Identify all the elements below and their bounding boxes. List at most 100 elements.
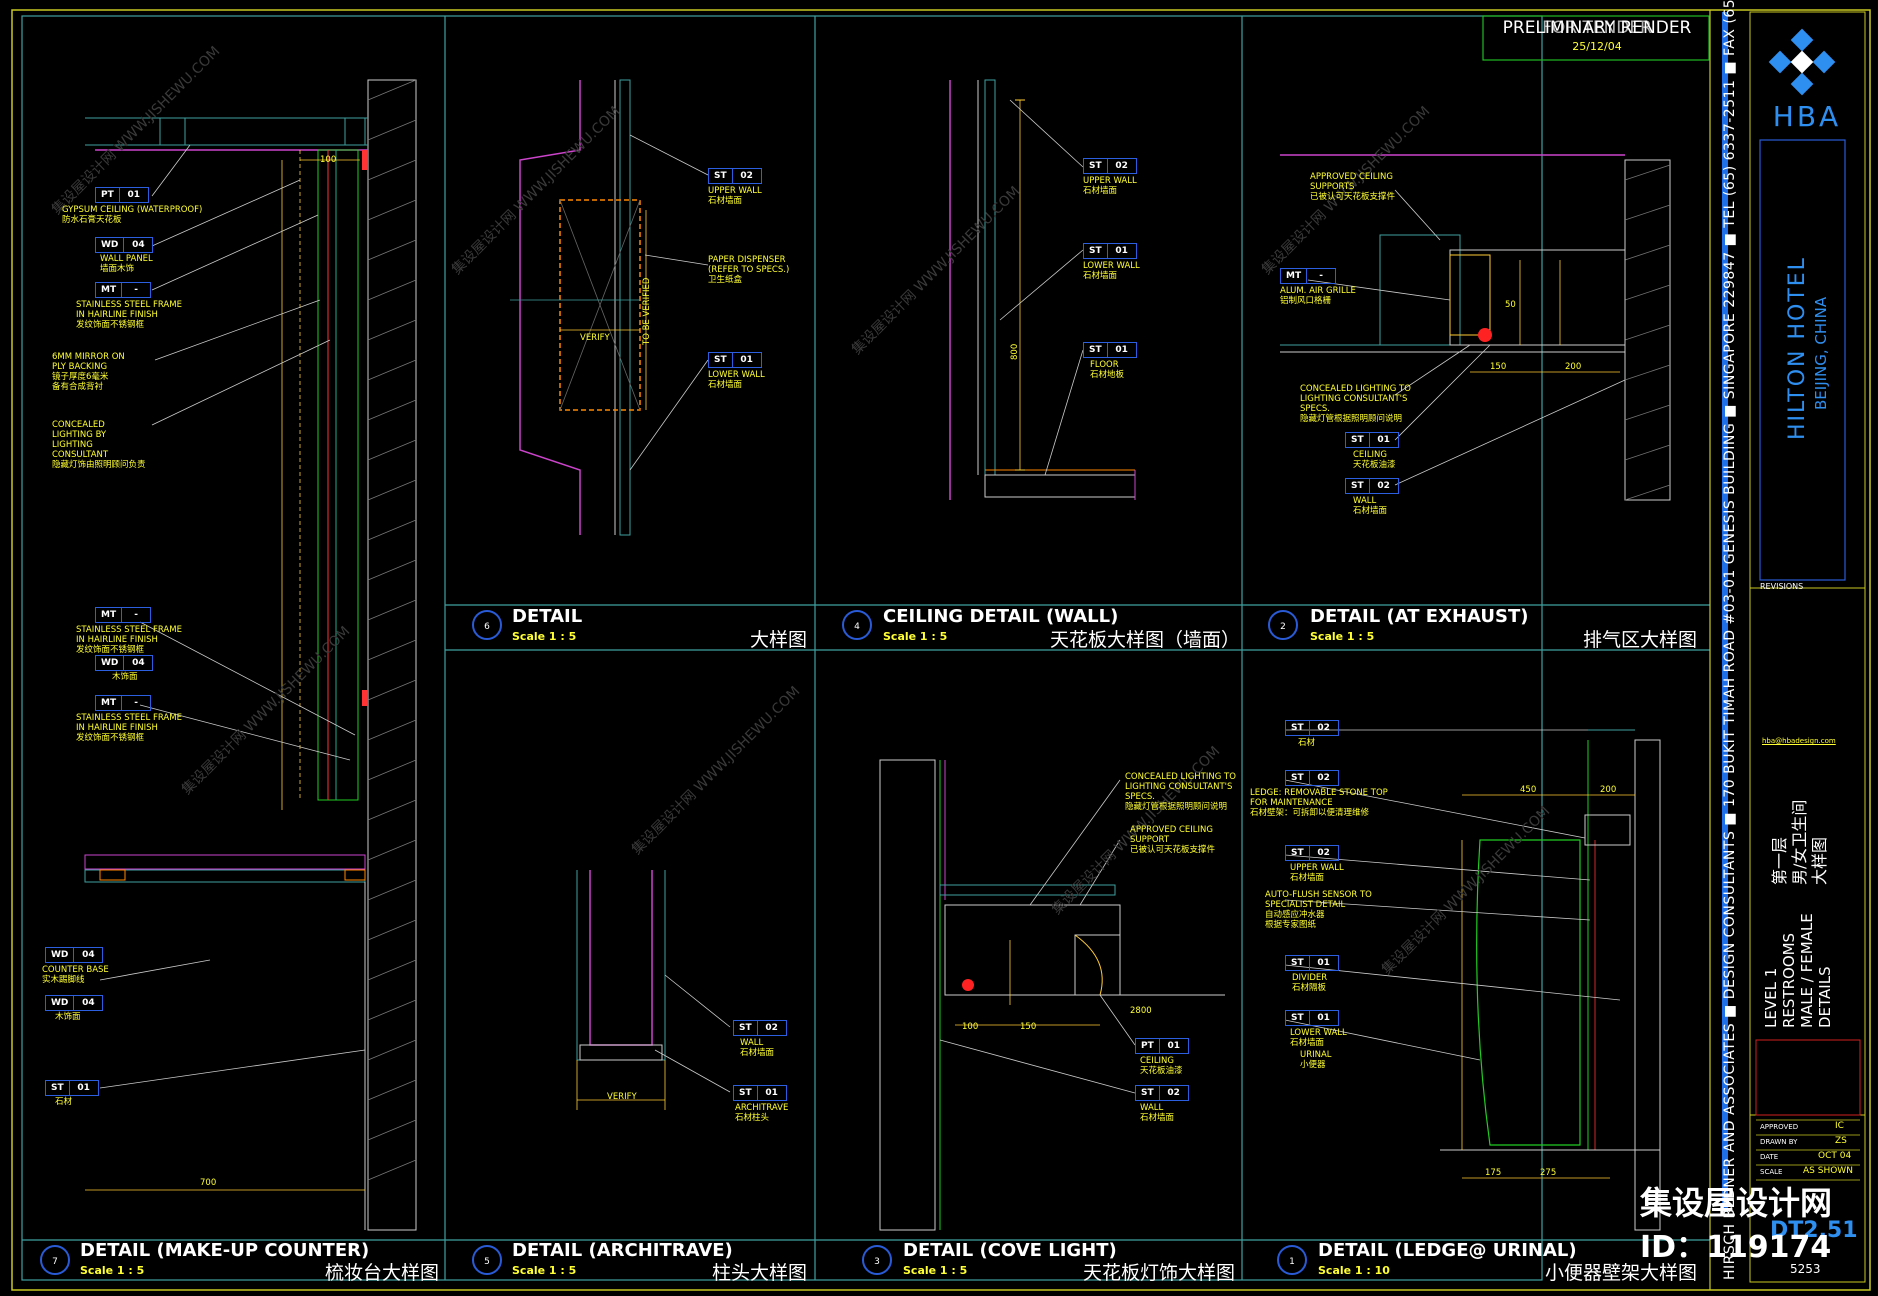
note-stone: 石材 [55, 1097, 73, 1107]
detail-title-cn: 柱头大样图 [712, 1262, 808, 1284]
note-lower-wall: LOWER WALL 石材墙面 [1083, 261, 1140, 281]
dimension-label: 200 [1565, 362, 1582, 372]
note-counter-base: COUNTER BASE 实木踢脚线 [42, 965, 109, 985]
dimension-label: 175 [1485, 1168, 1502, 1178]
note-ceiling-supports: APPROVED CEILING SUPPORTS 已被认可天花板支撑件 [1310, 172, 1396, 202]
note-ss-frame: STAINLESS STEEL FRAME IN HAIRLINE FINISH… [76, 300, 182, 330]
detail-title: DETAIL (AT EXHAUST) [1310, 606, 1529, 627]
material-tag: MT- [95, 282, 152, 298]
stamp-date: 25/12/04 [1572, 40, 1622, 53]
revisions-label: REVISIONS [1760, 582, 1804, 591]
note-urinal: URINAL 小便器 [1300, 1050, 1332, 1070]
hba-logo-mark [1768, 28, 1836, 96]
dimension-label: 700 [200, 1178, 217, 1188]
drawn-value: ZS [1835, 1136, 1847, 1146]
dimension-label: VERIFY [607, 1092, 637, 1102]
note-divider: DIVIDER 石材隔板 [1292, 973, 1328, 993]
stamp-title: PRELIMINARY RENDER [1502, 18, 1692, 38]
note-lower-wall: LOWER WALL 石材墙面 [708, 370, 765, 390]
note-wall: WALL 石材墙面 [1353, 496, 1388, 516]
dimension-label: 150 [1490, 362, 1507, 372]
detail-scale: Scale 1 : 5 [512, 1264, 577, 1277]
leader-lines [99, 99, 1626, 1094]
detail-6-linework [510, 79, 647, 536]
dimension-label: 275 [1540, 1168, 1557, 1178]
dimension-label: VERIFY [580, 333, 610, 343]
note-lower-wall: LOWER WALL 石材墙面 [1290, 1028, 1347, 1048]
detail-scale: Scale 1 : 5 [903, 1264, 968, 1277]
dimension-label: 2800 [1130, 1006, 1152, 1016]
scale-value: AS SHOWN [1803, 1166, 1853, 1176]
detail-4-linework [949, 79, 1136, 500]
scale-label: SCALE [1760, 1168, 1783, 1176]
note-flush-sensor: AUTO-FLUSH SENSOR TO SPECIALIST DETAIL 自… [1265, 890, 1372, 930]
detail-title-cn: 梳妆台大样图 [325, 1262, 440, 1284]
note-floor: FLOOR 石材地板 [1090, 360, 1125, 380]
detail-scale: Scale 1 : 5 [80, 1264, 145, 1277]
detail-title: DETAIL (ARCHITRAVE) [512, 1240, 733, 1261]
detail-title-cn: 排气区大样图 [1583, 629, 1698, 651]
note-concealed-lighting: CONCEALED LIGHTING TO LIGHTING CONSULTAN… [1125, 772, 1236, 812]
note-gypsum-ceiling: GYPSUM CEILING (WATERPROOF) 防水石膏天花板 [62, 205, 203, 225]
approved-value: IC [1835, 1121, 1844, 1131]
material-tag: MT- [95, 695, 152, 711]
firm-logo: HBA [1772, 100, 1842, 133]
dimension-label: 800 [1010, 343, 1020, 360]
detail-scale: Scale 1 : 10 [1318, 1264, 1390, 1277]
note-ss-frame: STAINLESS STEEL FRAME IN HAIRLINE FINISH… [76, 625, 182, 655]
detail-5-linework [576, 870, 666, 1110]
sheet-title-cn: 第一层男/女卫生间大样图 [1770, 799, 1829, 885]
dimension-label: 100 [320, 155, 337, 165]
detail-title: DETAIL [512, 606, 583, 627]
approved-label: APPROVED [1760, 1123, 1799, 1131]
dimension-label: 200 [1600, 785, 1617, 795]
note-wall: WALL 石材墙面 [1140, 1103, 1175, 1123]
note-upper-wall: UPPER WALL 石材墙面 [708, 186, 762, 206]
sheet-code: 5253 [1790, 1262, 1821, 1276]
note-mirror: 6MM MIRROR ON PLY BACKING 镜子厚度6毫米 备有合成背衬 [52, 352, 125, 392]
detail-title: DETAIL (LEDGE@ URINAL) [1318, 1240, 1577, 1261]
detail-title-cn: 天花板大样图（墙面） [1050, 629, 1241, 651]
note-wall-panel: WALL PANEL 墙面木饰 [100, 254, 153, 274]
detail-number-bubble: 3 [862, 1245, 892, 1275]
note-paper-dispenser: PAPER DISPENSER (REFER TO SPECS.) 卫生纸盒 [708, 255, 790, 285]
detail-3-linework [879, 759, 1225, 1231]
dimension-label: TO BE VERIFIED [642, 277, 652, 345]
email-link[interactable]: hba@hbadesign.com [1762, 737, 1836, 745]
detail-title-cn: 天花板灯饰大样图 [1083, 1262, 1236, 1284]
note-upper-wall: UPPER WALL 石材墙面 [1083, 176, 1137, 196]
dimension-label: 100 [962, 1022, 979, 1032]
panel-grid [22, 16, 1710, 1280]
detail-number-bubble: 5 [472, 1245, 502, 1275]
note-concealed-lighting: CONCEALED LIGHTING BY LIGHTING CONSULTAN… [52, 420, 146, 470]
detail-title: CEILING DETAIL (WALL) [883, 606, 1119, 627]
detail-scale: Scale 1 : 5 [1310, 630, 1375, 643]
note-wall: WALL 石材墙面 [740, 1038, 775, 1058]
date-value: OCT 04 [1818, 1151, 1852, 1161]
material-tag: MT- [95, 607, 152, 623]
dimension-label: 50 [1505, 300, 1516, 310]
detail-scale: Scale 1 : 5 [512, 630, 577, 643]
note-wood: 木饰面 [112, 672, 138, 682]
date-label: DATE [1760, 1153, 1779, 1161]
detail-title-cn: 大样图 [750, 629, 808, 651]
detail-title: DETAIL (MAKE-UP COUNTER) [80, 1240, 370, 1261]
note-wood: 木饰面 [55, 1012, 81, 1022]
note-ledge: LEDGE: REMOVABLE STONE TOP FOR MAINTENAN… [1250, 788, 1388, 818]
